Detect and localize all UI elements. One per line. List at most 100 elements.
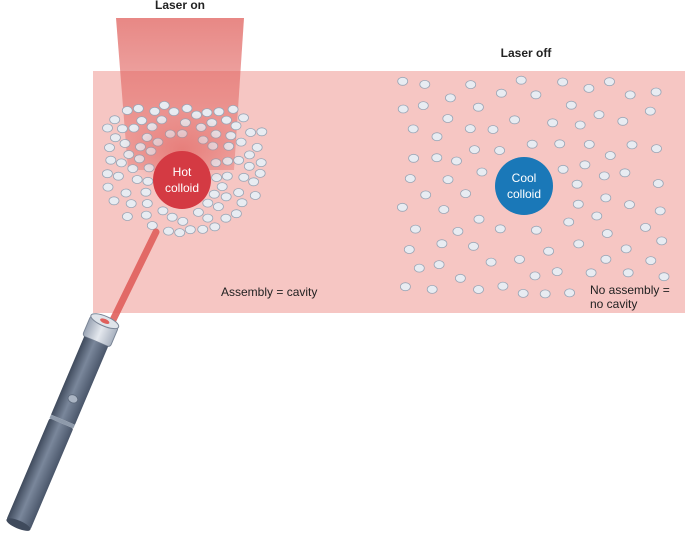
particle-assembled xyxy=(102,169,113,179)
particle-assembled xyxy=(248,177,260,187)
no-assembly-label-2: no cavity xyxy=(590,297,637,311)
particle-assembled xyxy=(121,106,133,115)
particle-dispersed xyxy=(572,199,584,209)
particle-assembled xyxy=(108,196,120,206)
particle-dispersed xyxy=(563,217,575,227)
particle-dispersed xyxy=(654,206,666,216)
cool-colloid-label-2: colloid xyxy=(507,187,541,201)
particle-dispersed xyxy=(403,245,415,254)
particle-assembled xyxy=(113,171,124,181)
particle-dispersed xyxy=(494,146,506,155)
particle-dispersed xyxy=(468,241,479,251)
particle-assembled xyxy=(184,225,196,235)
particle-dispersed xyxy=(557,77,568,87)
particle-dispersed xyxy=(624,90,636,100)
particle-assembled xyxy=(230,121,242,131)
laser-pointer-icon xyxy=(6,313,120,531)
particle-dispersed xyxy=(640,222,651,232)
particle-assembled xyxy=(146,221,158,230)
particle-dispersed xyxy=(565,100,577,110)
particle-dispersed xyxy=(620,244,632,254)
cool-colloid xyxy=(495,157,553,215)
particle-assembled xyxy=(110,133,121,143)
particle-dispersed xyxy=(652,179,664,188)
particle-assembled xyxy=(243,161,255,171)
particle-dispersed xyxy=(529,271,541,281)
particle-dispersed xyxy=(454,273,466,283)
particle-dispersed xyxy=(601,229,613,238)
particle-assembled xyxy=(102,182,114,192)
particle-dispersed xyxy=(514,254,525,264)
particle-assembled xyxy=(157,206,169,216)
particle-assembled xyxy=(149,106,161,116)
particle-assembled xyxy=(233,188,245,197)
particle-dispersed xyxy=(554,139,566,149)
particle-dispersed xyxy=(573,239,585,249)
particle-dispersed xyxy=(600,193,612,203)
particle-dispersed xyxy=(509,115,520,125)
particle-dispersed xyxy=(407,124,419,134)
hot-colloid-label-2: colloid xyxy=(165,181,199,195)
particle-assembled xyxy=(122,212,133,221)
particle-dispersed xyxy=(583,139,595,149)
particle-dispersed xyxy=(644,106,656,116)
particle-assembled xyxy=(158,101,170,110)
particle-dispersed xyxy=(487,125,499,134)
particle-assembled xyxy=(220,213,232,223)
particle-dispersed xyxy=(397,76,409,86)
particle-dispersed xyxy=(600,254,612,264)
particle-dispersed xyxy=(417,101,429,110)
particle-dispersed xyxy=(593,110,605,119)
particle-dispersed xyxy=(617,116,629,126)
particle-dispersed xyxy=(571,179,583,189)
particle-dispersed xyxy=(460,189,472,199)
particle-dispersed xyxy=(452,226,464,236)
particle-dispersed xyxy=(651,144,662,154)
particle-dispersed xyxy=(404,174,416,183)
particle-dispersed xyxy=(444,93,456,103)
particle-dispersed xyxy=(442,175,454,185)
particle-assembled xyxy=(220,192,232,202)
laser-off-label: Laser off xyxy=(501,46,553,60)
particle-dispersed xyxy=(526,139,538,149)
particle-dispersed xyxy=(574,120,586,130)
particle-assembled xyxy=(208,189,220,199)
particle-assembled xyxy=(245,128,257,137)
particle-dispersed xyxy=(442,114,454,123)
particle-dispersed xyxy=(473,285,484,294)
particle-assembled xyxy=(177,216,189,226)
particle-assembled xyxy=(131,175,143,184)
particle-assembled xyxy=(174,228,186,238)
particle-dispersed xyxy=(431,132,443,142)
particle-dispersed xyxy=(396,202,408,212)
particle-dispersed xyxy=(495,88,507,98)
particle-dispersed xyxy=(517,288,529,298)
particle-dispersed xyxy=(399,282,411,292)
particle-dispersed xyxy=(564,288,575,298)
particle-dispersed xyxy=(397,104,409,114)
particle-assembled xyxy=(244,150,255,160)
particle-dispersed xyxy=(650,87,662,97)
particle-assembled xyxy=(163,226,174,236)
particle-assembled xyxy=(181,104,193,113)
laser-on-label: Laser on xyxy=(155,0,205,12)
particle-assembled xyxy=(102,123,113,133)
particle-assembled xyxy=(254,168,266,178)
particle-dispersed xyxy=(465,80,477,89)
particle-assembled xyxy=(120,188,132,198)
particle-assembled xyxy=(117,124,128,134)
particle-assembled xyxy=(238,113,249,123)
particle-assembled xyxy=(109,115,121,125)
particle-assembled xyxy=(209,222,221,232)
particle-assembled xyxy=(105,155,117,165)
particle-assembled xyxy=(140,210,152,220)
particle-assembled xyxy=(125,199,137,209)
particle-assembled xyxy=(249,191,261,200)
particle-dispersed xyxy=(451,156,462,166)
particle-dispersed xyxy=(658,272,670,282)
particle-dispersed xyxy=(438,205,450,214)
particle-assembled xyxy=(230,209,242,219)
particle-dispersed xyxy=(469,145,480,155)
